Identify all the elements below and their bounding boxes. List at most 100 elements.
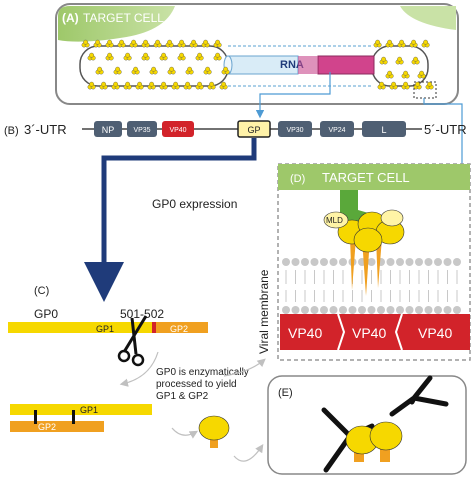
- glycoprotein-dot: [375, 39, 380, 45]
- vp40-label-2: VP40: [352, 325, 386, 341]
- glycoprotein-dot: [197, 81, 203, 87]
- glycoprotein-dot: [185, 81, 191, 87]
- glycoprotein-dot: [387, 39, 392, 45]
- rna-label: RNA: [280, 59, 304, 71]
- lipid-head: [339, 258, 347, 266]
- lipid-head: [396, 258, 404, 266]
- lipid-head: [405, 306, 414, 314]
- glycoprotein-dot: [209, 81, 215, 87]
- glycoprotein-dot: [119, 39, 125, 45]
- lipid-head: [320, 306, 328, 314]
- glycoprotein-dot: [415, 81, 420, 87]
- glycoprotein-dot: [143, 52, 149, 58]
- glycoprotein-dot: [179, 52, 185, 58]
- panel-d-title: TARGET CELL: [322, 170, 410, 185]
- lipid-head: [453, 258, 461, 266]
- glycoprotein-dot: [403, 70, 408, 76]
- lipid-head: [339, 306, 347, 314]
- panel-b-label: (B): [4, 125, 19, 137]
- gp1-fragment: [10, 404, 152, 415]
- glycoprotein-dot: [101, 81, 107, 87]
- gp2-bar-label: GP2: [170, 324, 188, 334]
- lipid-head: [424, 258, 433, 266]
- glycoprotein-dot: [173, 81, 179, 87]
- gene-vp24: [320, 121, 354, 137]
- processing-arrow: [119, 351, 159, 387]
- gp-monomer: [198, 415, 230, 448]
- glycoprotein-dot: [167, 39, 173, 45]
- lipid-head: [405, 258, 414, 266]
- panel-d-label: (D): [290, 173, 305, 185]
- gene-vp24-label: VP24: [328, 127, 345, 134]
- glycoprotein-dot: [115, 66, 121, 72]
- glycoprotein-dot: [379, 81, 384, 87]
- lipid-head: [358, 306, 366, 314]
- gp1-bar: [8, 322, 152, 333]
- glycoprotein-dot: [399, 39, 404, 45]
- glycoprotein-dot: [205, 66, 211, 72]
- glycoprotein-dot: [155, 39, 161, 45]
- lipid-head: [291, 306, 300, 314]
- gene-vp30-label: VP30: [286, 127, 303, 134]
- lipid-head: [329, 258, 338, 266]
- panel-c: (C) GP0 501-502 GP1 GP2 GP0 is enzymatic…: [8, 285, 264, 462]
- gp0-label: GP0: [34, 307, 58, 321]
- glycoprotein-dot: [423, 39, 428, 45]
- lipid-head: [301, 306, 309, 314]
- viral-membrane: [282, 258, 461, 314]
- panel-e: (E): [267, 375, 467, 475]
- glycoprotein-dot: [131, 39, 137, 45]
- lipid-head: [434, 306, 442, 314]
- glycoprotein-dot: [413, 56, 418, 62]
- viral-membrane-label: Viral membrane: [257, 269, 271, 354]
- glycoprotein-dots: [81, 39, 434, 90]
- panel-d-cell-band: [278, 164, 470, 190]
- glycoprotein-dot: [149, 81, 155, 87]
- glycoprotein-dot: [113, 81, 119, 87]
- panel-a-label: (A): [62, 11, 79, 25]
- gene-vp35-label: VP35: [133, 127, 150, 134]
- gp2-fragment: [10, 421, 104, 432]
- glycoprotein-dot: [89, 52, 95, 58]
- cleavage-site-mark: [152, 322, 156, 333]
- gene-gp: [237, 120, 271, 138]
- gp2-fragment-label: GP2: [38, 422, 56, 432]
- glycoprotein-dot: [215, 52, 221, 58]
- virion-right-body: [371, 45, 429, 87]
- glycoprotein-dot: [387, 70, 392, 76]
- lipid-head: [329, 306, 338, 314]
- scissors-icon: [117, 315, 148, 367]
- glycoprotein-dot: [95, 39, 101, 45]
- lipid-head: [310, 306, 319, 314]
- glycoprotein-dot: [397, 56, 402, 62]
- glycoprotein-dot: [403, 81, 408, 87]
- lipid-head: [348, 306, 357, 314]
- processing-note-1: GP0 is enzymatically: [156, 367, 249, 378]
- glycoprotein-dot: [89, 81, 95, 87]
- glycoprotein-dot: [391, 81, 396, 87]
- mld-label: MLD: [326, 216, 343, 225]
- glycoprotein-dot: [179, 39, 185, 45]
- gene-l-label: L: [381, 125, 386, 135]
- lipid-head: [424, 306, 433, 314]
- lipid-head: [282, 306, 290, 314]
- panel-b: (B) 3´-UTR 5´-UTR NP VP35 VP40 GP VP30 V…: [4, 120, 467, 138]
- lipid-head: [282, 258, 290, 266]
- lipid-head: [320, 258, 328, 266]
- vp40-dividers: [337, 313, 403, 351]
- gp0-expression-arrow: [84, 138, 257, 302]
- glycoprotein-dot: [83, 39, 89, 45]
- processing-note-2: processed to yield: [156, 379, 237, 390]
- glycoprotein-dot: [191, 39, 197, 45]
- lipid-head: [367, 258, 376, 266]
- rna-segment: [317, 55, 375, 75]
- lipid-head: [434, 258, 442, 266]
- lipid-head: [310, 258, 319, 266]
- gp0-expression-label: GP0 expression: [152, 197, 237, 211]
- glycoprotein-dot: [133, 66, 139, 72]
- lipid-head: [291, 258, 300, 266]
- lipid-head: [396, 306, 404, 314]
- glycoprotein-dot: [151, 66, 157, 72]
- glycoprotein-dot: [381, 56, 386, 62]
